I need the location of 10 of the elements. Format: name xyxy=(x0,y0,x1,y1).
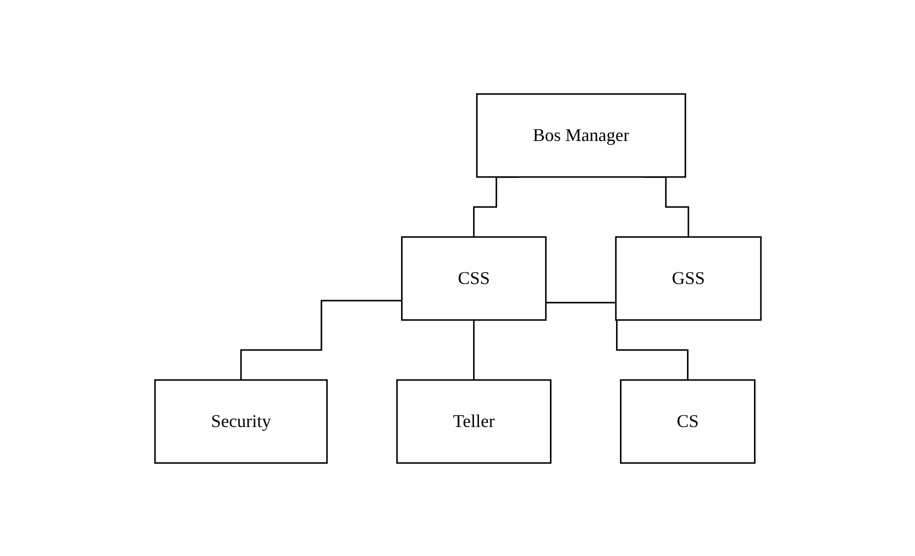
node-box xyxy=(620,378,756,464)
node-box xyxy=(476,92,686,178)
connector xyxy=(472,318,474,380)
node-box xyxy=(400,236,546,320)
node-box xyxy=(614,236,762,320)
org-chart: Bos Manager CSS GSS Security Teller CS xyxy=(146,86,768,470)
node-box xyxy=(396,378,552,464)
connector xyxy=(545,301,688,380)
connector xyxy=(240,299,402,380)
node-box xyxy=(154,378,328,464)
